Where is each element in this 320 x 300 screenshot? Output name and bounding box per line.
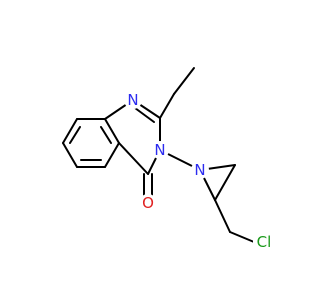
molecule-svg: N N N O Cl [62,67,275,251]
bond-c5-c4a [104,142,120,168]
atom-n3-label: N [154,141,165,159]
bond-ch-ch2cl [214,199,231,233]
atom-n1: N [124,91,142,109]
atom-oxygen-label: O [142,194,154,212]
atom-label-layer: N N N O Cl [124,91,275,251]
bond-c4-c4a [118,142,149,175]
bond-ch2-cl [229,231,255,243]
atom-n-aziridine-background [191,161,209,179]
atom-n3-background [151,141,169,159]
molecule-structure-canvas: N N N O Cl [62,67,275,251]
atom-chlorine-label: Cl [257,233,272,251]
bond-c2-ethyl-ch2 [159,93,175,119]
atom-n-aziridine: N [191,161,209,179]
bond-ethyl-ch2-ch3 [173,67,195,95]
bond-c8-c7 [62,118,78,144]
atom-n-aziridine-label: N [194,161,205,179]
bond-c4a-c8a-inner [100,126,112,144]
atom-n1-label: N [127,91,138,109]
atom-oxygen-background [139,194,157,212]
atom-chlorine: Cl [253,233,275,251]
bond-n1-c2-inner [134,107,155,123]
bond-c7-c6 [62,142,78,168]
bond-aziridine-ch2-ch [214,164,236,201]
bond-c4a-c8a [104,118,120,144]
atom-n3: N [151,141,169,159]
atom-oxygen: O [139,194,157,212]
bond-c8-c7-inner [69,126,81,144]
atom-n1-background [124,91,142,109]
atom-chlorine-background [253,233,275,251]
